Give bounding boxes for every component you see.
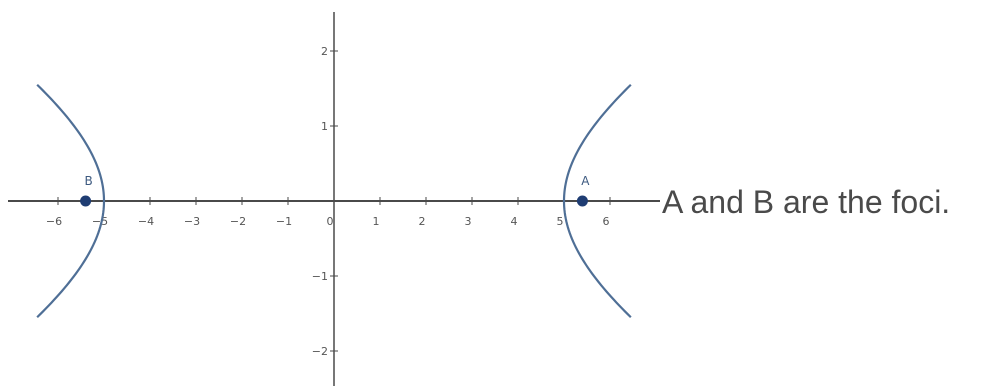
x-tick-label: −5 [92,215,108,228]
x-tick-label: 2 [419,215,426,228]
caption-text: A and B are the foci. [662,184,951,220]
focus-point-a [576,195,588,207]
left-branch [36,83,106,319]
x-tick-label: 4 [511,215,518,228]
x-tick-label: −3 [184,215,200,228]
x-tick-label: 0 [327,215,334,228]
x-tick-label: −2 [230,215,246,228]
focus-label-a: A [581,174,590,188]
focus-point-b [80,195,92,207]
x-tick-label: −4 [138,215,154,228]
focus-label-b: B [84,174,92,188]
x-tick-label: 5 [557,215,564,228]
x-tick-label: 6 [603,215,610,228]
x-tick-label: −1 [276,215,292,228]
hyperbola-branches [36,83,632,319]
y-tick-label: 2 [321,45,328,58]
axes [8,12,660,386]
y-tick-label: −2 [312,345,328,358]
x-tick-label: −6 [46,215,62,228]
ticks: −6 −5 −4 −3 −2 −1 0 1 2 3 4 5 6 −2 −1 1 2 [46,45,611,358]
y-tick-label: −1 [312,270,328,283]
right-branch [562,83,632,319]
y-tick-label: 1 [321,120,328,133]
foci-points: AB [80,174,590,207]
x-tick-label: 3 [465,215,472,228]
x-tick-label: 1 [373,215,380,228]
